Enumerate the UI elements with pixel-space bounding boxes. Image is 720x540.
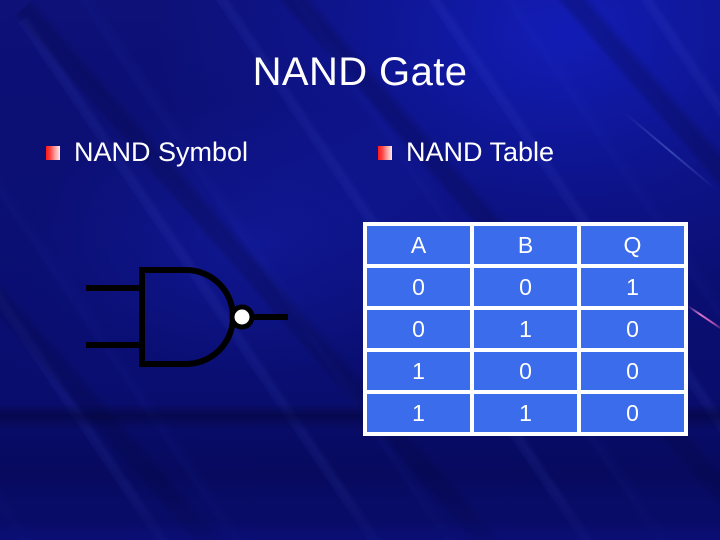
heading-nand-table-label: NAND Table [406,137,555,167]
nand-gate-drawing [86,267,288,367]
square-bullet-icon [378,146,392,160]
column-header-q: Q [579,224,686,266]
table-row: 0 0 1 [365,266,686,308]
page-title: NAND Gate [252,50,468,94]
cell-a: 0 [365,308,472,350]
table-row: 1 0 0 [365,350,686,392]
cell-b: 0 [472,266,579,308]
cell-b: 1 [472,308,579,350]
table-row: 0 1 0 [365,308,686,350]
cell-q: 1 [579,266,686,308]
cell-a: 1 [365,350,472,392]
table-header-row: A B Q [365,224,686,266]
background-bottom-band [0,494,720,540]
square-bullet-icon [46,146,60,160]
cell-b: 0 [472,350,579,392]
table-row: 1 1 0 [365,392,686,434]
cell-q: 0 [579,350,686,392]
cell-q: 0 [579,392,686,434]
heading-nand-table: NAND Table [378,136,554,168]
nand-gate-symbol [76,252,302,382]
column-header-b: B [472,224,579,266]
cell-a: 0 [365,266,472,308]
nand-truth-table: A B Q 0 0 1 0 1 0 1 0 0 1 1 0 [363,222,688,436]
cell-a: 1 [365,392,472,434]
gate-body-outline [139,267,236,367]
heading-nand-symbol-label: NAND Symbol [74,137,249,167]
column-header-a: A [365,224,472,266]
heading-nand-symbol: NAND Symbol [46,136,248,168]
cell-q: 0 [579,308,686,350]
gate-inversion-bubble-icon [229,304,255,330]
cell-b: 1 [472,392,579,434]
